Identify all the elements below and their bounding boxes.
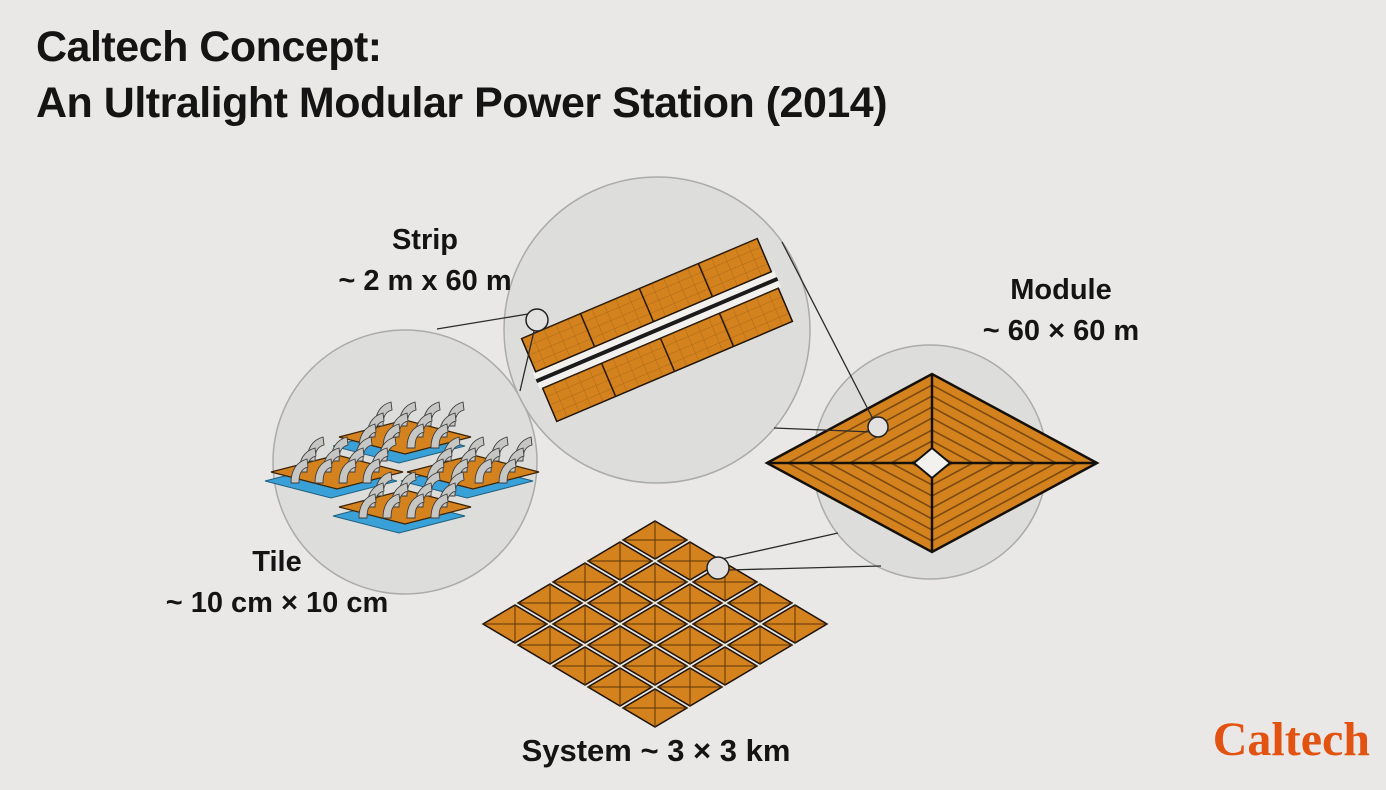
strip-boom: [535, 276, 779, 384]
tile-label: Tile ~ 10 cm × 10 cm: [166, 542, 389, 624]
module-center-hub: [912, 446, 952, 480]
system-illustration: [482, 520, 828, 728]
module-label: Module ~ 60 × 60 m: [983, 270, 1139, 352]
strip-band-lower: [541, 287, 794, 423]
module-name: Module: [1010, 274, 1112, 306]
tile-name: Tile: [252, 546, 302, 578]
caltech-logo: Caltech: [1212, 713, 1370, 766]
strip-label: Strip ~ 2 m x 60 m: [338, 220, 511, 302]
zoom-connector-lines: [436, 241, 882, 571]
slide-title-line2: An Ultralight Modular Power Station (201…: [36, 78, 888, 127]
slide-title: Caltech Concept: An Ultralight Modular P…: [36, 20, 888, 132]
module-illustration: [764, 344, 1100, 580]
strip-band-upper: [520, 237, 773, 373]
strip-illustration: [520, 237, 794, 423]
strip-dimension: ~ 2 m x 60 m: [338, 265, 512, 298]
tile-zoom-circle: [272, 329, 538, 595]
module-zoom-marker: [867, 416, 889, 438]
module-dimension: ~ 60 × 60 m: [982, 315, 1140, 348]
strip-name: Strip: [391, 224, 459, 256]
system-label: System ~ 3 × 3 km: [521, 733, 791, 768]
tile-dimension: ~ 10 cm × 10 cm: [165, 587, 389, 620]
system-zoom-marker: [706, 556, 730, 580]
slide-title-line1: Caltech Concept:: [36, 23, 382, 71]
strip-zoom-marker: [525, 308, 549, 332]
